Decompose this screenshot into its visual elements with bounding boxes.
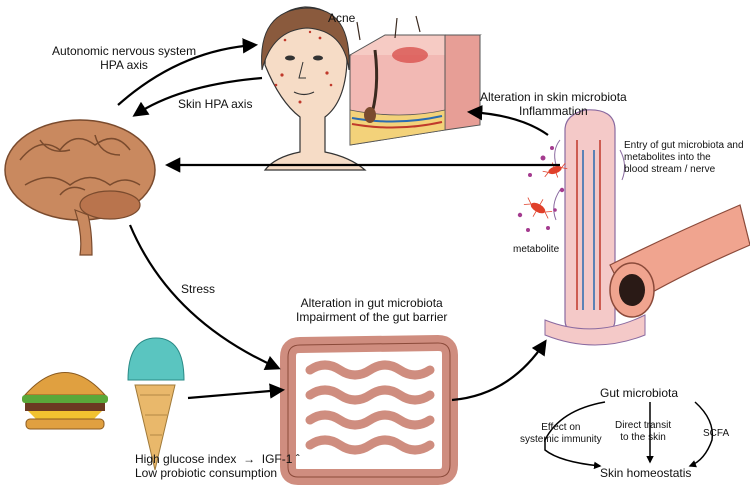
arrow-gut-to-villus <box>451 339 547 402</box>
arrow-food-to-gut <box>187 383 286 400</box>
ice-cream-icon <box>127 337 185 471</box>
skin-hpa-label: Skin HPA axis <box>178 97 253 111</box>
arrow-face-to-brain <box>132 76 263 117</box>
diet-label: High glucose index → IGF-1 ˆ Low probiot… <box>135 452 300 480</box>
skin-microbiota-label: Alteration in skin microbiota Inflammati… <box>480 90 627 118</box>
blood-vessel-icon <box>609 204 750 318</box>
arrow-brain-to-gut <box>128 224 281 371</box>
autonomic-label: Autonomic nervous system HPA axis <box>52 44 197 72</box>
arrow-brain-to-face <box>117 38 259 106</box>
sub-effect-immunity: Effect on systemic immunity <box>520 422 602 445</box>
acne-label: Acne <box>328 11 356 25</box>
face-icon <box>261 6 367 171</box>
brain-icon <box>4 119 156 256</box>
villus-icon <box>544 109 646 346</box>
burger-icon <box>22 372 108 430</box>
gut-alteration-label: Alteration in gut microbiota Impairment … <box>296 296 448 324</box>
arrow-villus-to-skin <box>466 105 549 136</box>
bacteria-icon <box>517 146 568 232</box>
skin-section-icon <box>349 15 482 146</box>
arrows <box>117 38 560 402</box>
sub-diagram-arrows <box>544 401 714 470</box>
sub-gut-microbiota: Gut microbiota <box>600 386 679 400</box>
sub-direct-transit: Direct transit to the skin <box>615 420 672 443</box>
entry-label: Entry of gut microbiota and metabolites … <box>624 140 744 175</box>
intestine-icon <box>280 335 458 485</box>
metabolite-label: metabolite <box>513 244 560 255</box>
sub-skin-homeostasis: Skin homeostatis <box>600 466 692 480</box>
sub-scfa: SCFA <box>703 428 730 439</box>
stress-label: Stress <box>181 282 216 296</box>
